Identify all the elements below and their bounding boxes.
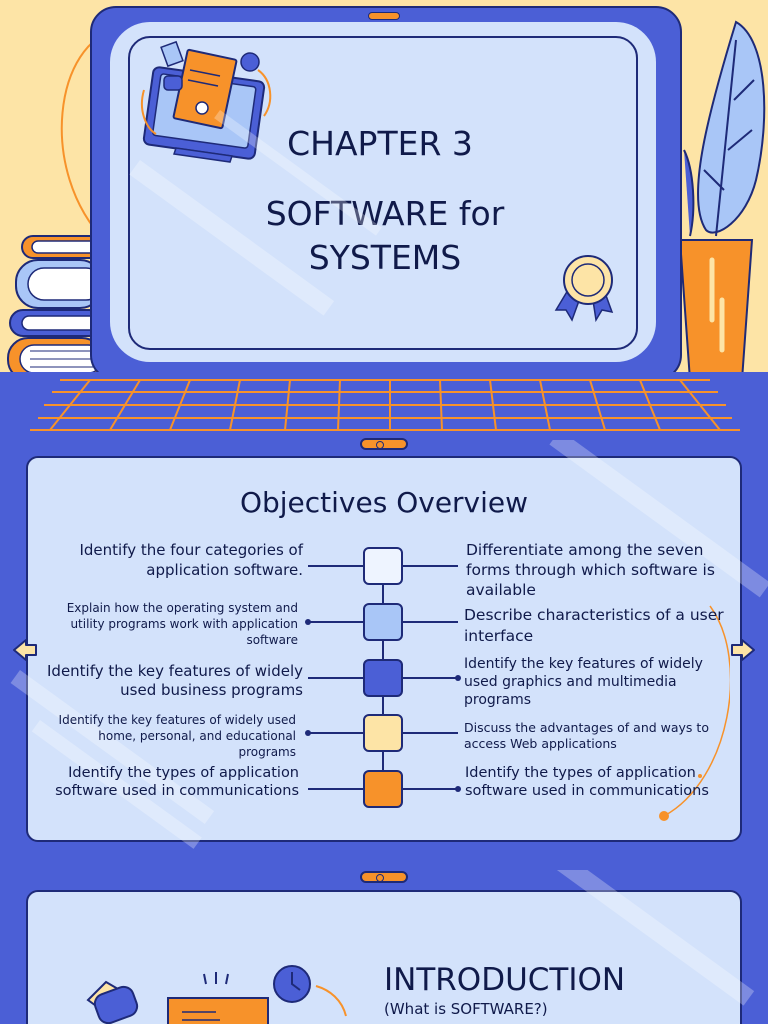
objective-right-2: Describe characteristics of a user inter… <box>464 606 724 645</box>
arrow-left-icon[interactable] <box>12 638 38 662</box>
connector-right <box>402 565 458 567</box>
timeline-node-3 <box>363 659 403 697</box>
potted-plant-icon <box>678 20 766 381</box>
connector-left <box>308 732 364 734</box>
title-slide: CHAPTER 3 SOFTWARE for SYSTEMS <box>0 0 768 440</box>
connector-dot <box>305 730 311 736</box>
chapter-heading: CHAPTER 3 <box>287 124 473 163</box>
objective-right-3: Identify the key features of widely used… <box>464 656 703 708</box>
intro-title: INTRODUCTION <box>384 962 626 998</box>
camera-icon <box>368 12 400 20</box>
objective-left-2: Explain how the operating system and uti… <box>66 601 298 647</box>
arrow-right-icon[interactable] <box>730 638 756 662</box>
connector-left <box>308 621 364 623</box>
introduction-card <box>26 890 742 1024</box>
connector-left <box>308 677 364 679</box>
keyboard-grid <box>30 379 740 431</box>
timeline-node-2 <box>363 603 403 641</box>
award-ribbon-icon <box>554 255 614 323</box>
laptop-certificate-icon <box>140 40 272 163</box>
connector-right <box>402 621 458 623</box>
objective-right-4: Discuss the advantages of and ways to ac… <box>464 720 709 751</box>
screen-frame <box>128 36 638 350</box>
book-stack-icon <box>7 235 96 381</box>
objective-right-1: Differentiate among the seven forms thro… <box>466 541 715 599</box>
connector-dot <box>305 619 311 625</box>
timeline-node-5 <box>363 770 403 808</box>
connector-dot <box>455 786 461 792</box>
chapter-title-line2: SYSTEMS <box>308 238 462 277</box>
connector-right <box>402 677 458 679</box>
introduction-slide: INTRODUCTION (What is SOFTWARE?) <box>0 870 768 1024</box>
decorative-arc <box>659 605 730 821</box>
objectives-title: Objectives Overview <box>239 486 529 519</box>
objectives-slide: Objectives Overview Identify the four ca… <box>0 440 768 870</box>
slide-separator <box>360 438 408 450</box>
timeline-node-4 <box>363 714 403 752</box>
objective-left-4: Identify the key features of widely used… <box>58 713 296 759</box>
slide-separator <box>360 871 408 883</box>
connector-left <box>308 565 364 567</box>
intro-subtitle: (What is SOFTWARE?) <box>384 1000 548 1018</box>
connector-left <box>308 788 364 790</box>
timeline-node-1 <box>363 547 403 585</box>
connector-right <box>402 732 458 734</box>
chapter-title: SOFTWARE for SYSTEMS <box>200 192 570 280</box>
laptop-illustration-icon <box>86 965 347 1024</box>
chapter-title-line1: SOFTWARE for <box>265 194 505 233</box>
connector-right <box>402 788 458 790</box>
objective-right-5: Identify the types of application softwa… <box>465 765 709 799</box>
objective-left-1: Identify the four categories of applicat… <box>79 541 303 579</box>
objective-left-5: Identify the types of application softwa… <box>55 765 299 799</box>
objective-left-3: Identify the key features of widely used… <box>47 662 303 699</box>
connector-dot <box>455 675 461 681</box>
